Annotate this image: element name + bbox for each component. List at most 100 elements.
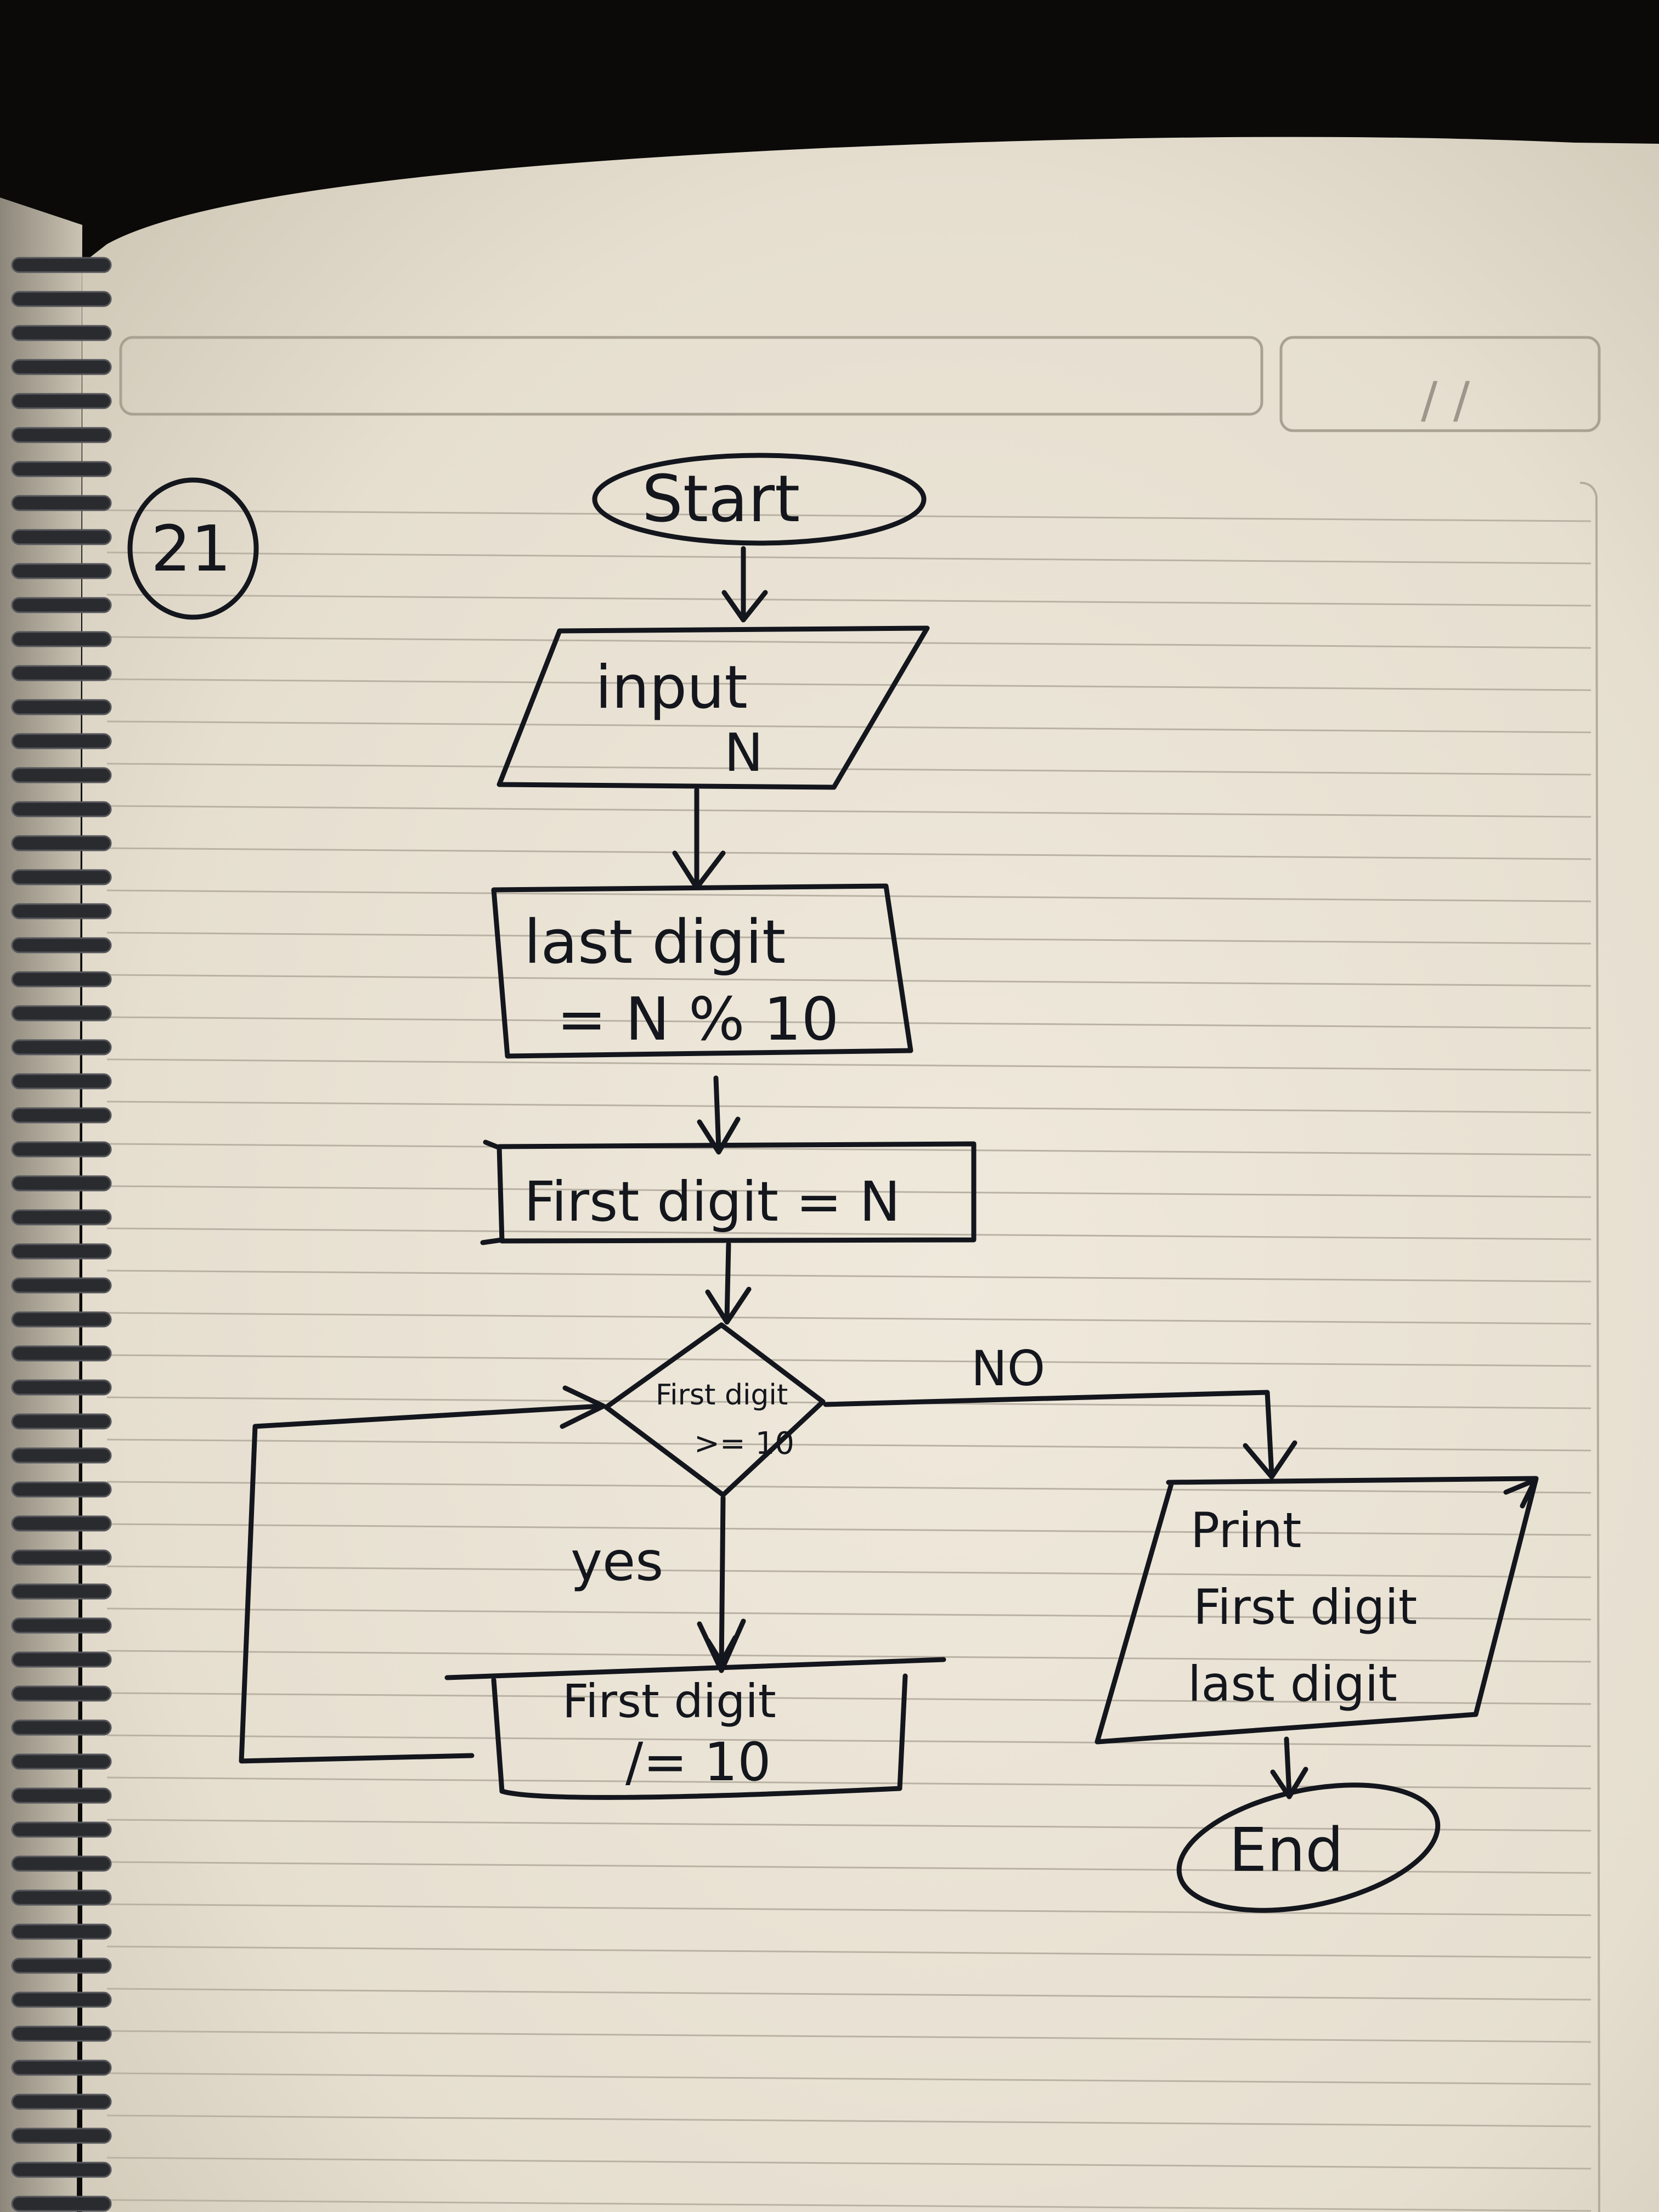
last-digit-box: [491, 883, 913, 1059]
ruled-line: [106, 1819, 1592, 1832]
ruled-line: [106, 1523, 1592, 1536]
spiral-ring: [11, 461, 112, 477]
ruled-line: [106, 1312, 1592, 1325]
ruled-line: [106, 2030, 1592, 2043]
spiral-ring: [11, 2128, 112, 2144]
ruled-line: [106, 1058, 1592, 1071]
spiral-ring: [11, 597, 112, 613]
spiral-ring: [11, 1311, 112, 1328]
ruled-line: [106, 2157, 1592, 2170]
ruled-line: [106, 974, 1592, 987]
spiral-ring: [11, 393, 112, 409]
ruled-line: [106, 1903, 1592, 1916]
end-terminator: [1176, 1782, 1441, 1913]
spiral-ring: [11, 1141, 112, 1158]
spiral-ring: [11, 937, 112, 953]
spiral-ring: [11, 1243, 112, 1260]
ruled-line: [106, 763, 1592, 776]
spiral-ring: [11, 2162, 112, 2178]
flowchart: [127, 453, 1539, 1913]
spiral-ring: [11, 835, 112, 851]
spiral-ring: [11, 1039, 112, 1056]
spiral-ring: [11, 1175, 112, 1192]
spiral-ring: [11, 1719, 112, 1736]
no-label: NO: [971, 1340, 1045, 1397]
spiral-ring: [11, 1345, 112, 1362]
ruled-line: [106, 1692, 1592, 1705]
spiral-ring: [11, 1651, 112, 1668]
header-date: / /: [1421, 371, 1470, 429]
spiral-ring: [11, 869, 112, 885]
spiral-ring: [11, 971, 112, 988]
output-parallelogram: [1094, 1476, 1539, 1745]
output-label-line1: Print: [1190, 1502, 1301, 1559]
spiral-ring: [11, 699, 112, 715]
spiral-ring: [11, 1685, 112, 1702]
ruled-line: [106, 1101, 1592, 1114]
spiral-ring: [11, 2094, 112, 2110]
ruled-line: [106, 2072, 1592, 2085]
spiral-ring: [11, 631, 112, 647]
spiral-ring: [11, 1277, 112, 1294]
spiral-ring: [11, 1447, 112, 1464]
spiral-ring: [11, 325, 112, 341]
spiral-ring: [11, 1923, 112, 1940]
input-label-line1: input: [595, 653, 748, 722]
loop-back-arrow: [239, 1385, 606, 1764]
spiral-binding: [11, 257, 112, 2212]
spiral-ring: [11, 1413, 112, 1430]
spiral-ring: [11, 529, 112, 545]
arrow-output-to-end: [1270, 1736, 1308, 1799]
ruled-line: [106, 1354, 1592, 1367]
last-digit-label-line2: = N % 10: [557, 985, 839, 1054]
ruled-line: [106, 1988, 1592, 2001]
loop-label-line2: /= 10: [625, 1731, 771, 1793]
spiral-ring: [11, 1107, 112, 1124]
page-number: 21: [151, 512, 231, 586]
page-number-circle: [127, 477, 259, 620]
ruled-line: [106, 1438, 1592, 1452]
spiral-ring: [11, 291, 112, 307]
loop-label-line1: First digit: [562, 1674, 776, 1728]
arrow-lastdigit-to-firstdigit: [697, 1075, 741, 1155]
spiral-ring: [11, 257, 112, 273]
ruled-line: [106, 1607, 1592, 1621]
ruled-line: [106, 2199, 1592, 2212]
spiral-ring: [11, 801, 112, 817]
title-box: [119, 336, 1263, 416]
spiral-ring: [11, 1379, 112, 1396]
ruled-line: [106, 847, 1592, 860]
input-label-line2: N: [724, 723, 763, 783]
spiral-ring: [11, 495, 112, 511]
spiral-ring: [11, 1583, 112, 1600]
spiral-ring: [11, 2059, 112, 2076]
output-label-line3: last digit: [1188, 1656, 1397, 1712]
input-parallelogram: [496, 625, 930, 790]
ruled-line: [106, 678, 1592, 691]
last-digit-label-line1: last digit: [524, 907, 786, 977]
ruled-lines: [106, 509, 1592, 2212]
spiral-ring: [11, 359, 112, 375]
spiral-ring: [11, 903, 112, 919]
ruled-line: [106, 1016, 1592, 1029]
spiral-ring: [11, 1481, 112, 1498]
ruled-line: [106, 2114, 1592, 2128]
ruled-line: [106, 551, 1592, 565]
arrow-decision-no: [823, 1390, 1297, 1480]
decision-diamond: [603, 1322, 826, 1498]
ruled-line: [106, 594, 1592, 607]
flowchart-text: 21 Start input N last digit = N % 10 Fir…: [151, 461, 1417, 1885]
ruled-line: [106, 1143, 1592, 1156]
ruled-line: [106, 889, 1592, 902]
spiral-ring: [11, 1005, 112, 1022]
loop-process-box: [444, 1657, 946, 1800]
ruled-line: [106, 636, 1592, 649]
ruled-line: [106, 1945, 1592, 1959]
date-box: [1279, 336, 1601, 432]
spiral-ring: [11, 1787, 112, 1804]
ruled-line: [106, 1734, 1592, 1747]
page-margin-frame: [1579, 482, 1600, 2212]
decision-label-line1: First digit: [656, 1379, 788, 1412]
ruled-line: [106, 1269, 1592, 1283]
